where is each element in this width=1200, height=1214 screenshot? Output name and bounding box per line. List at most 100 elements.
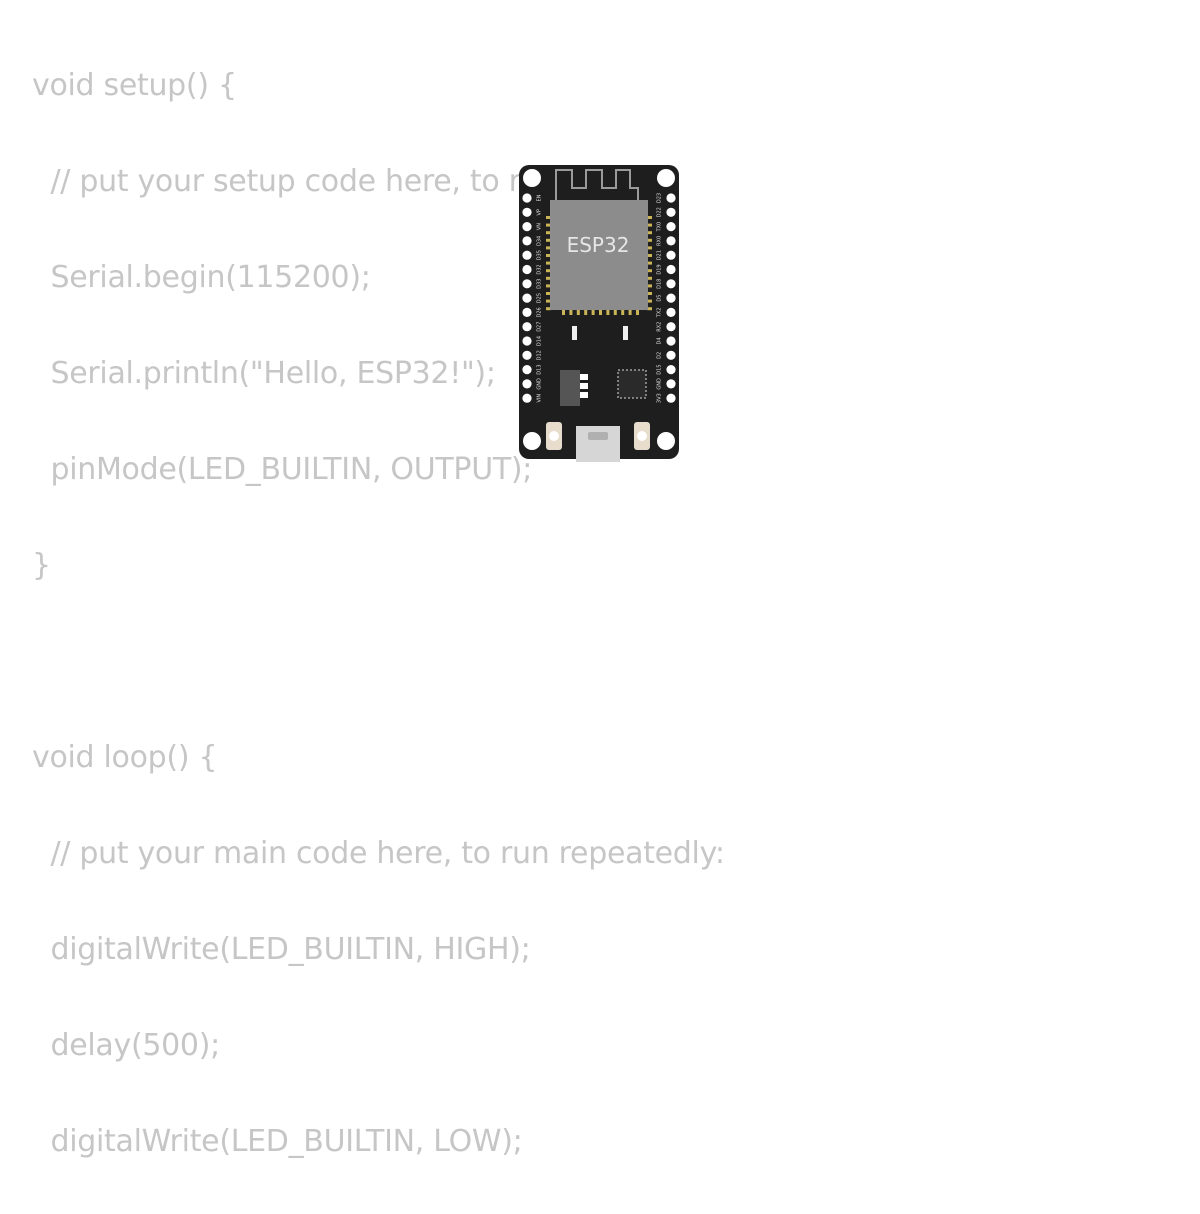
chip-pad bbox=[647, 216, 652, 219]
chip-pad bbox=[647, 223, 652, 227]
pin-label: D21 bbox=[657, 250, 663, 260]
pin-label: D25 bbox=[537, 293, 543, 303]
header-pin-left bbox=[522, 279, 532, 289]
pin-label: D18 bbox=[657, 279, 663, 289]
header-pin-left bbox=[522, 222, 532, 232]
header-pin-left bbox=[522, 207, 532, 217]
header-pin-left bbox=[522, 236, 532, 246]
code-line-7 bbox=[32, 638, 725, 686]
header-pin-right bbox=[666, 207, 676, 217]
chip-pad bbox=[647, 254, 652, 257]
chip-pad bbox=[546, 246, 551, 250]
pin-label: RX0 bbox=[657, 236, 663, 246]
chip-pad bbox=[546, 223, 551, 227]
chip-pad bbox=[569, 310, 573, 315]
pin-label: D15 bbox=[657, 364, 663, 374]
code-line-3: Serial.begin(115200); bbox=[32, 260, 371, 295]
chip-pad bbox=[647, 231, 652, 235]
chip-pad bbox=[647, 261, 652, 265]
pin-label: VP bbox=[537, 209, 543, 215]
header-pin-right bbox=[666, 279, 676, 289]
header-pin-left bbox=[522, 193, 532, 203]
header-pin-right bbox=[666, 379, 676, 389]
pin-label: D2 bbox=[657, 352, 663, 359]
header-pin-left bbox=[522, 293, 532, 303]
header-pin-right bbox=[666, 293, 676, 303]
voltage-regulator bbox=[560, 370, 580, 406]
mounting-hole bbox=[523, 432, 541, 450]
boot-button-cap bbox=[549, 431, 559, 441]
pin-label: D23 bbox=[657, 193, 663, 203]
pin-label: EN bbox=[537, 194, 543, 201]
pin-label: D13 bbox=[537, 364, 543, 374]
pin-label: TX2 bbox=[657, 308, 663, 319]
chip-pad bbox=[647, 276, 652, 280]
pin-label: D12 bbox=[537, 350, 543, 360]
chip-label: ESP32 bbox=[567, 233, 630, 257]
pin-label: D5 bbox=[657, 295, 663, 302]
usb-serial-chip bbox=[617, 369, 647, 399]
header-pin-left bbox=[522, 307, 532, 317]
code-line-4: Serial.println("Hello, ESP32!"); bbox=[32, 356, 496, 391]
pin-label: D26 bbox=[537, 307, 543, 317]
micro-usb-port bbox=[576, 426, 620, 462]
chip-pad bbox=[546, 216, 551, 219]
micro-usb-slot bbox=[588, 432, 608, 440]
chip-pad bbox=[606, 310, 610, 315]
header-pin-right bbox=[666, 336, 676, 346]
esp32-chip bbox=[550, 200, 648, 310]
pin-label: VN bbox=[537, 223, 543, 230]
header-pin-left bbox=[522, 393, 532, 403]
pin-label: TX0 bbox=[657, 222, 663, 233]
header-pin-right bbox=[666, 222, 676, 232]
code-line-11: delay(500); bbox=[32, 1028, 220, 1063]
chip-pad bbox=[647, 238, 652, 242]
chip-pad bbox=[546, 261, 551, 265]
pin-label: D14 bbox=[537, 336, 543, 346]
header-pin-left bbox=[522, 264, 532, 275]
chip-pad bbox=[621, 310, 625, 315]
chip-pad bbox=[599, 310, 602, 315]
chip-pad bbox=[647, 299, 652, 303]
pin-label: D4 bbox=[657, 337, 663, 344]
header-pin-right bbox=[666, 236, 676, 246]
code-line-5: pinMode(LED_BUILTIN, OUTPUT); bbox=[32, 452, 533, 487]
pin-label: D33 bbox=[537, 279, 543, 289]
header-pin-right bbox=[666, 307, 676, 317]
header-pin-right bbox=[666, 193, 676, 203]
pin-label: GND bbox=[657, 378, 663, 390]
pin-label: D27 bbox=[537, 322, 543, 332]
pin-label: VIN bbox=[537, 394, 543, 403]
header-pin-left bbox=[522, 379, 532, 389]
chip-pad bbox=[613, 310, 617, 315]
header-pin-right bbox=[666, 350, 676, 360]
reset-button-cap bbox=[637, 431, 647, 441]
chip-pad bbox=[647, 246, 652, 250]
header-pin-right bbox=[666, 393, 676, 403]
smd-resistor bbox=[572, 326, 577, 340]
chip-pad bbox=[584, 310, 588, 315]
pin-label: D34 bbox=[537, 236, 543, 246]
header-pin-right bbox=[666, 322, 676, 332]
chip-pad bbox=[647, 269, 652, 273]
chip-pad bbox=[628, 310, 632, 315]
chip-pad bbox=[546, 292, 551, 295]
pin-label: D19 bbox=[657, 264, 663, 274]
chip-pad bbox=[546, 299, 551, 303]
pin-label: D22 bbox=[657, 207, 663, 217]
chip-pad bbox=[647, 292, 652, 295]
esp32-board-graphic: ESP32 ENVPVND34D35D32D33D25D26D27D14D12D… bbox=[519, 165, 679, 462]
smd-resistor bbox=[623, 326, 628, 340]
pin-label: D32 bbox=[537, 264, 543, 274]
chip-pad bbox=[546, 238, 551, 242]
code-line-9: // put your main code here, to run repea… bbox=[32, 836, 725, 871]
chip-pad bbox=[546, 284, 551, 288]
header-pin-left bbox=[522, 336, 532, 346]
header-pins: ENVPVND34D35D32D33D25D26D27D14D12D13GNDV… bbox=[522, 193, 676, 403]
chip-pad bbox=[562, 310, 565, 315]
chip-pad bbox=[546, 276, 551, 280]
chip-pad bbox=[546, 231, 551, 235]
chip-pad bbox=[647, 284, 652, 288]
code-line-12: digitalWrite(LED_BUILTIN, LOW); bbox=[32, 1124, 523, 1159]
